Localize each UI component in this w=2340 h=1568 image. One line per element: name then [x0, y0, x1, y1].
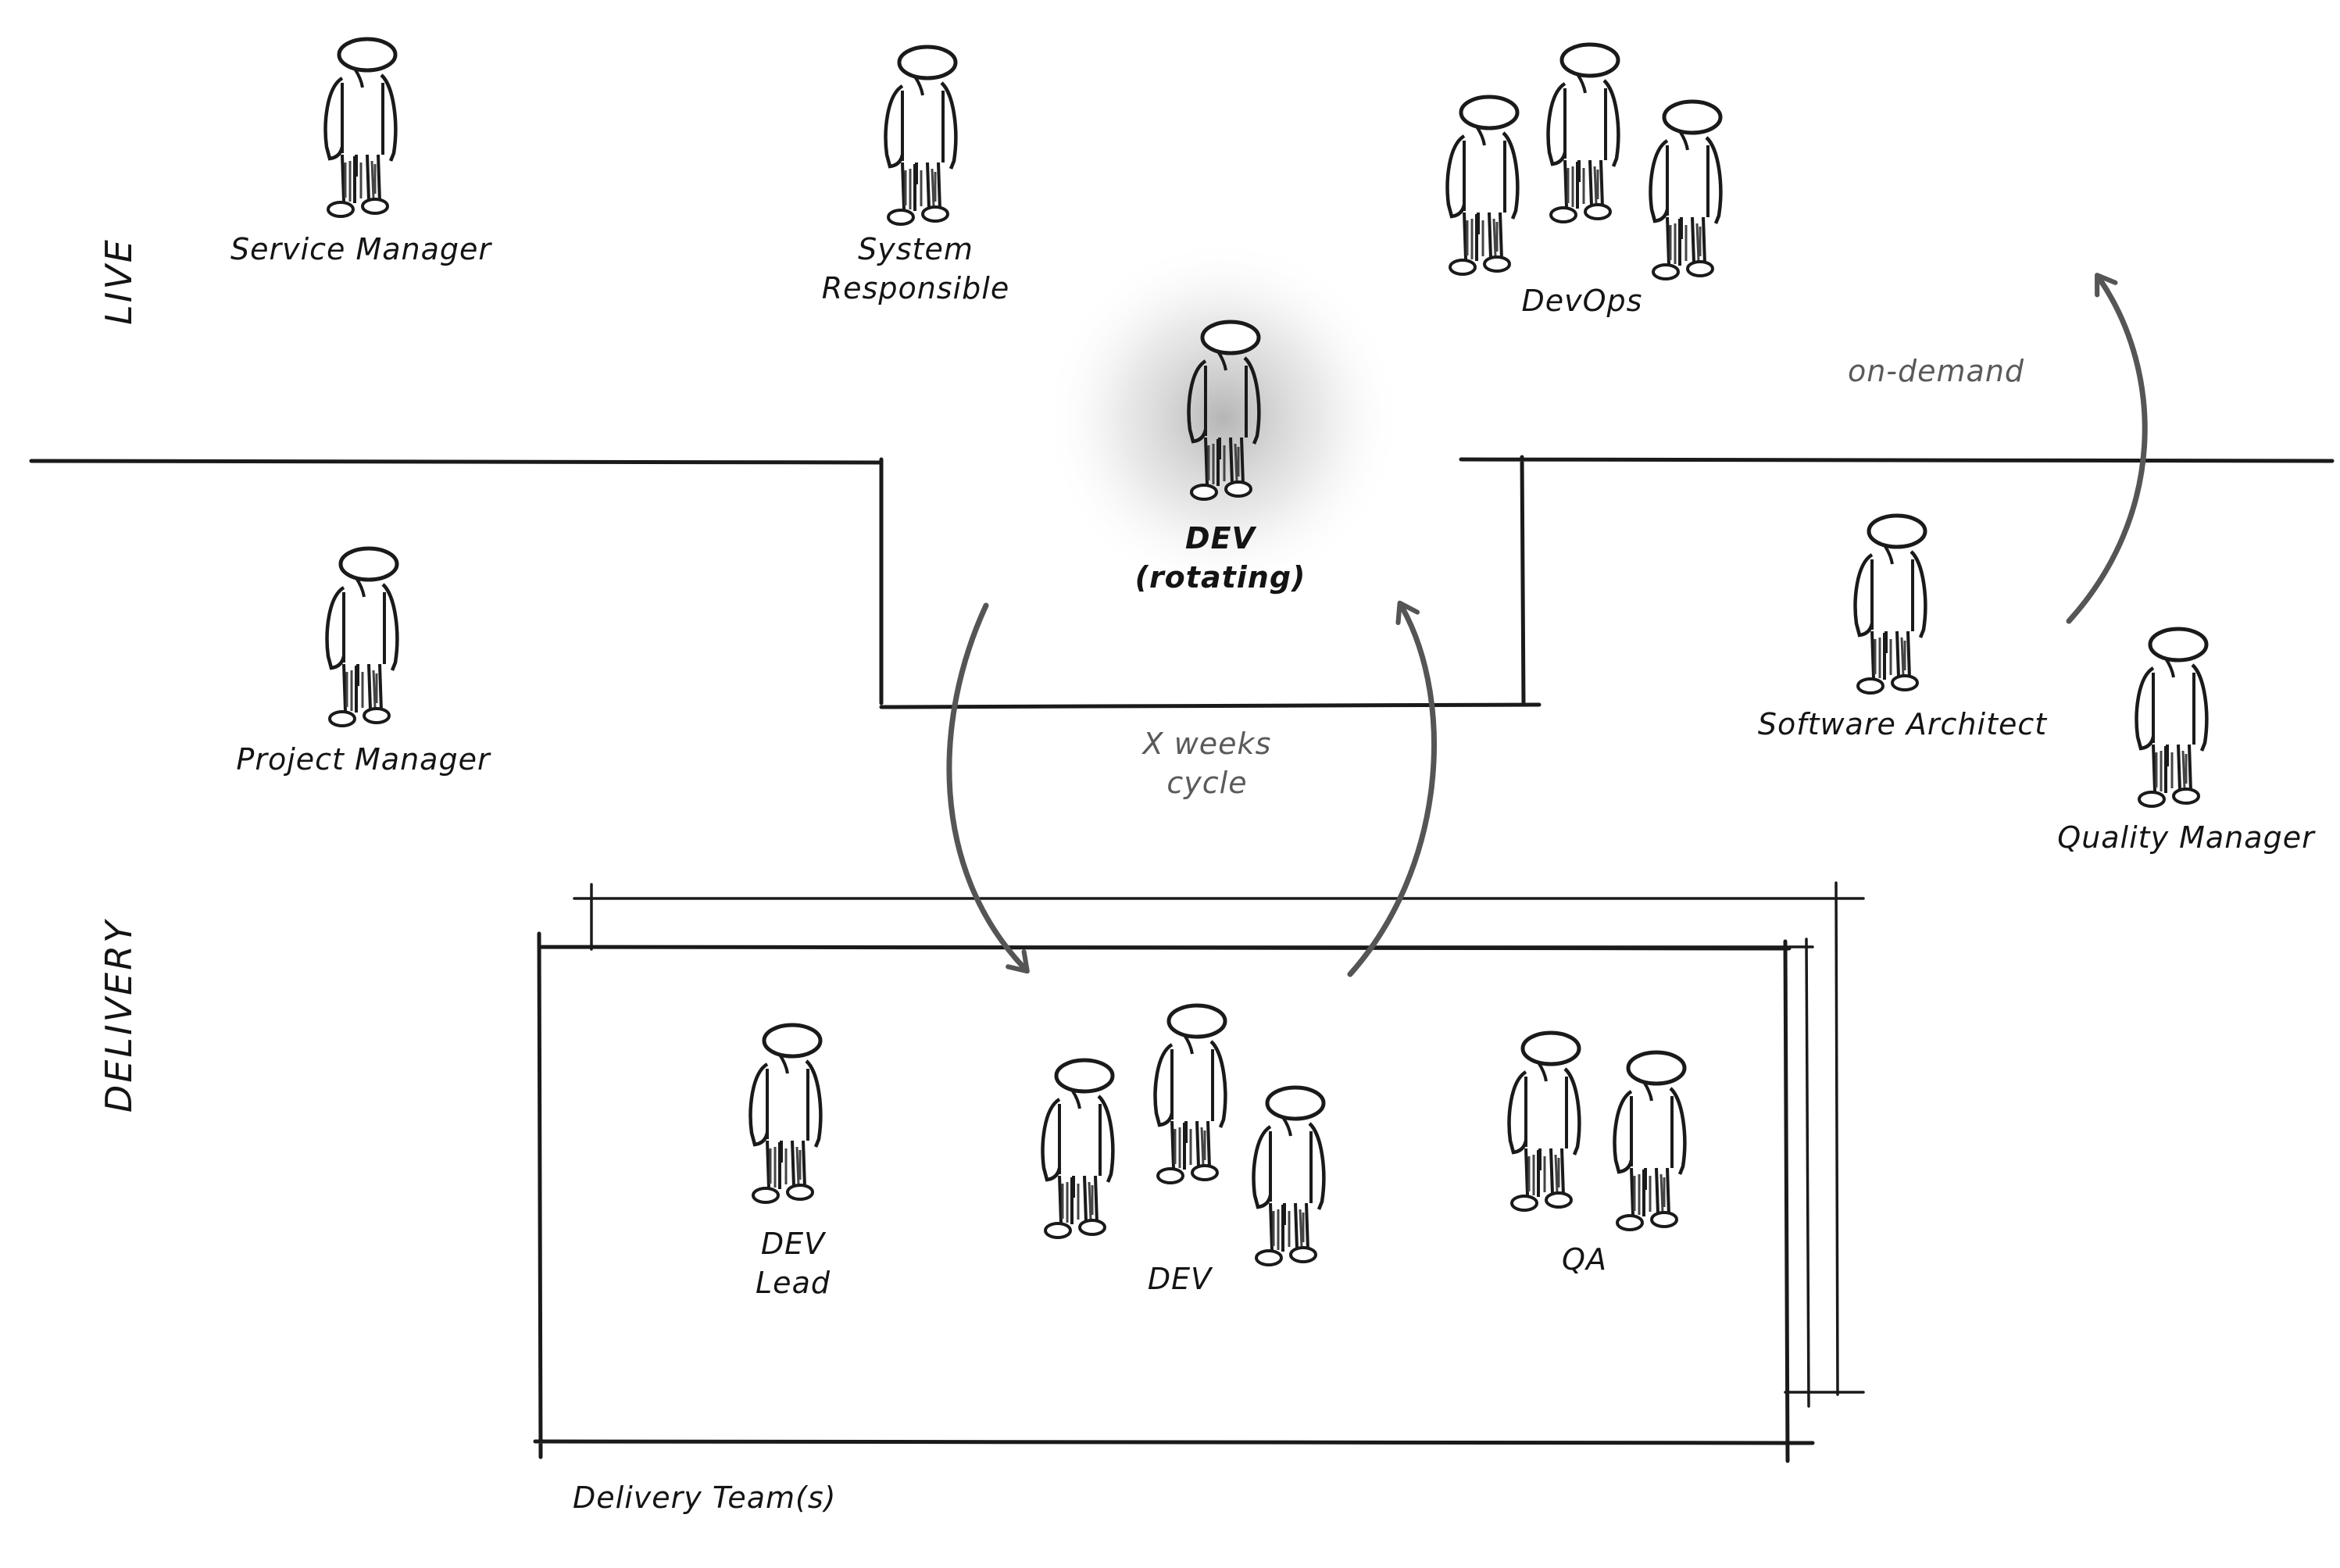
label-project-manager: Project Manager — [236, 742, 491, 777]
cycle-arrow-up — [1347, 600, 1437, 977]
label-service-manager: Service Manager — [230, 232, 492, 266]
dev-figure-1 — [1043, 1060, 1113, 1238]
service-manager-figure — [326, 39, 396, 216]
qa-figure-1 — [1509, 1033, 1580, 1210]
devops-figure-1 — [1448, 97, 1518, 274]
software-architect-figure — [1856, 516, 1926, 693]
team-box-front — [533, 931, 1815, 1463]
system-responsible-figure — [886, 47, 956, 224]
project-manager-figure — [327, 548, 398, 726]
label-qa: QA — [1562, 1242, 1607, 1277]
dev-figure-2 — [1156, 1005, 1226, 1183]
team-box-back — [573, 881, 1865, 1396]
label-dev: DEV — [1148, 1262, 1213, 1296]
label-software-architect: Software Architect — [1758, 707, 2048, 741]
label-cycle-line2: cycle — [1166, 766, 1247, 800]
qa-figure-2 — [1615, 1052, 1685, 1230]
label-devops: DevOps — [1522, 284, 1643, 318]
cycle-arrow-down — [946, 602, 1030, 974]
quality-manager-figure — [2137, 629, 2207, 806]
label-system-responsible-line2: Responsible — [822, 271, 1009, 305]
section-label-delivery: DELIVERY — [98, 918, 140, 1113]
label-dev-rotating-line1: DEV — [1185, 521, 1257, 555]
on-demand-arrow — [2066, 273, 2148, 624]
dev-figure-3 — [1254, 1088, 1324, 1265]
label-cycle-line1: X weeks — [1141, 727, 1272, 761]
dev-lead-figure — [751, 1025, 821, 1202]
rotating-dev-highlight — [1043, 238, 1402, 598]
label-dev-lead-line1: DEV — [761, 1227, 827, 1261]
label-on-demand: on-demand — [1848, 354, 2024, 388]
delivery-team-boxes — [533, 881, 1865, 1463]
label-dev-lead-line2: Lead — [756, 1266, 831, 1300]
label-quality-manager: Quality Manager — [2057, 820, 2316, 855]
devops-figure-3 — [1651, 102, 1721, 279]
live-delivery-boundary — [29, 455, 2335, 709]
devops-figure-2 — [1549, 45, 1619, 222]
section-label-live: LIVE — [98, 238, 140, 325]
label-system-responsible-line1: System — [858, 232, 974, 266]
label-dev-rotating-line2: (rotating) — [1135, 560, 1306, 595]
label-delivery-teams: Delivery Team(s) — [573, 1480, 836, 1515]
